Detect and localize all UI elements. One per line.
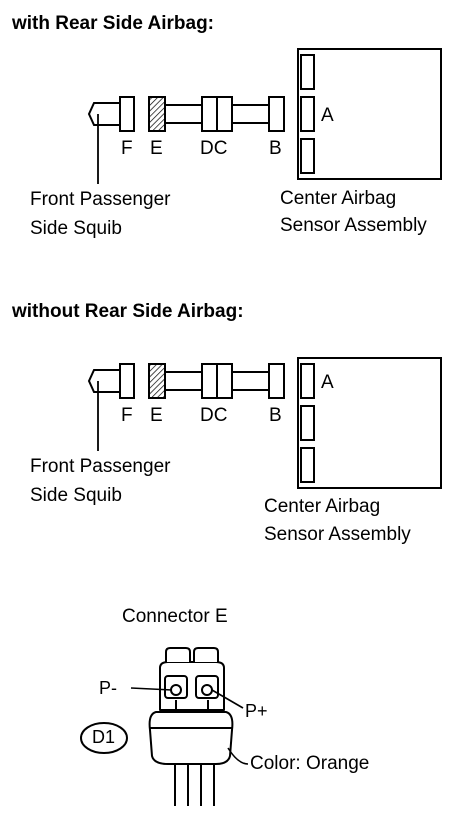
sensor-label-2-line1: Center Airbag [264, 496, 381, 517]
label-connector-b-1: B [269, 138, 282, 159]
label-connector-dc-2: DC [200, 405, 228, 426]
label-connector-b-2: B [269, 405, 282, 426]
diagram-with-rear-airbag [87, 48, 442, 184]
sensor-label-line2: Sensor Assembly [280, 215, 427, 236]
connector-b-1 [268, 96, 285, 132]
section1-heading: with Rear Side Airbag: [12, 13, 214, 34]
d1-badge-text: D1 [92, 727, 116, 747]
d1-badge-outline [80, 722, 128, 754]
connector-a-1 [300, 96, 315, 132]
connector-a-2 [300, 363, 315, 399]
connector-e-1 [148, 96, 166, 132]
color-label: Color: Orange [250, 753, 370, 774]
sensor-port-2-mid [300, 405, 315, 441]
sensor-port-2-bottom [300, 447, 315, 483]
harness-dc-b-2 [231, 371, 270, 391]
front-passenger-squib-2 [87, 369, 120, 393]
label-connector-f-1: F [121, 138, 133, 159]
center-airbag-sensor-2 [297, 357, 442, 489]
squib-label-2-line1: Front Passenger [30, 456, 171, 477]
label-connector-dc-1: DC [200, 138, 228, 159]
connector-f-2 [119, 363, 135, 399]
connector-e-2 [148, 363, 166, 399]
harness-e-dc-1 [164, 104, 203, 124]
harness-e-dc-2 [164, 371, 203, 391]
front-passenger-squib-1 [87, 102, 120, 126]
center-airbag-sensor-1 [297, 48, 442, 180]
pin-plus-label: P+ [245, 701, 268, 721]
harness-dc-b-1 [231, 104, 270, 124]
diagram-without-rear-airbag [87, 357, 442, 489]
label-connector-f-2: F [121, 405, 133, 426]
connector-f-1 [119, 96, 135, 132]
sensor-port-1-bottom [300, 138, 315, 174]
sensor-label-2-line2: Sensor Assembly [264, 524, 411, 545]
squib-label-line2: Side Squib [30, 218, 122, 239]
section2-heading: without Rear Side Airbag: [12, 301, 244, 322]
sensor-label-line1: Center Airbag [280, 188, 397, 209]
label-connector-e-2: E [150, 405, 163, 426]
squib-label-line1: Front Passenger [30, 189, 171, 210]
connector-e-illustration [130, 647, 249, 806]
label-connector-a-2: A [321, 372, 334, 393]
connector-e-title: Connector E [122, 606, 228, 627]
sensor-port-1-top [300, 54, 315, 90]
label-connector-e-1: E [150, 138, 163, 159]
pin-minus-label: P- [99, 678, 117, 698]
label-connector-a-1: A [321, 105, 334, 126]
squib-label-2-line2: Side Squib [30, 485, 122, 506]
connector-b-2 [268, 363, 285, 399]
